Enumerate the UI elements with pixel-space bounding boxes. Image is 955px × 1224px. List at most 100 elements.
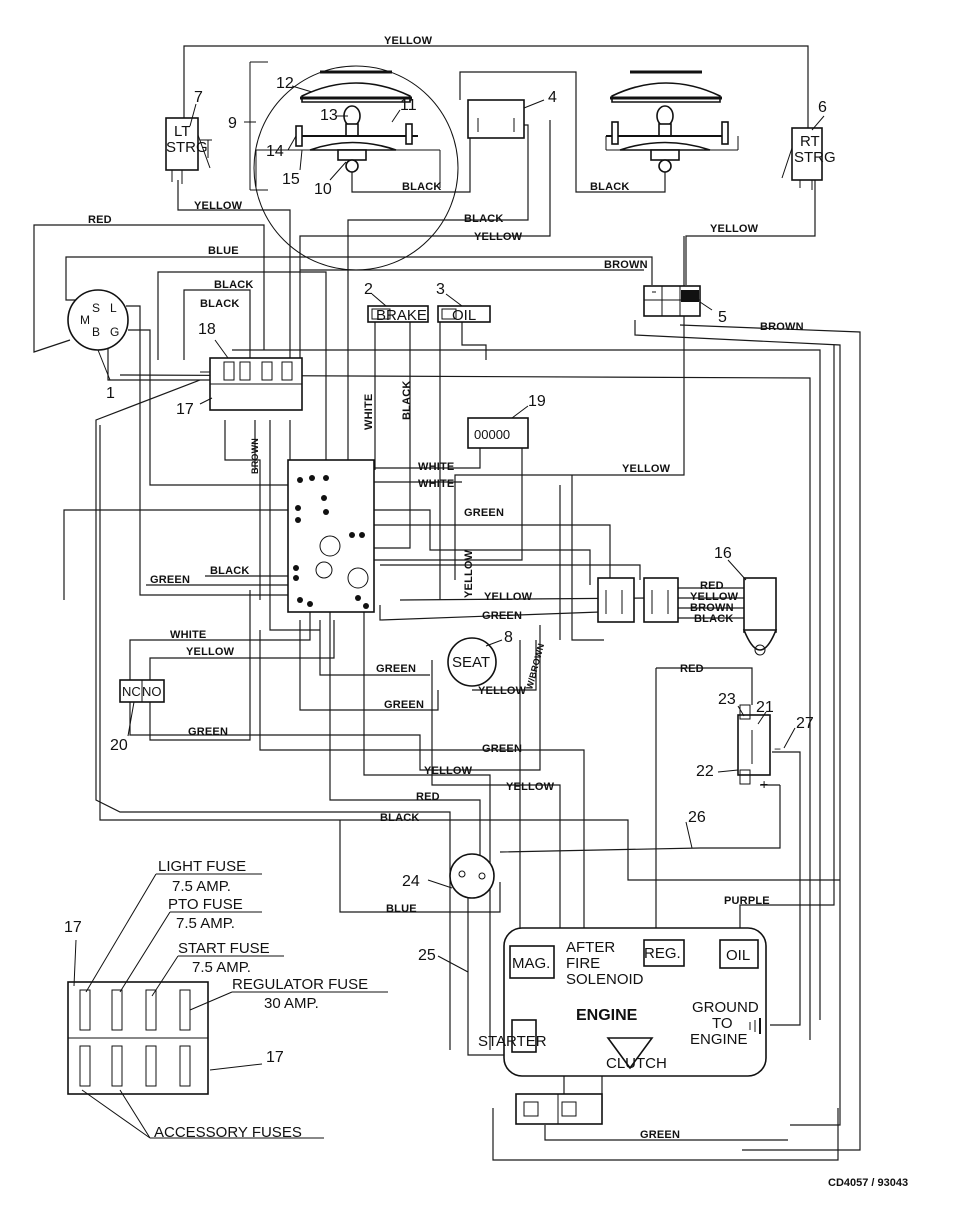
seat-switch [447, 637, 497, 687]
ignition-pin-m: M [80, 313, 90, 327]
callout-3: 3 [436, 281, 445, 298]
wire-label: YELLOW [484, 591, 533, 603]
brake-label: BRAKE [376, 307, 427, 324]
wire-label: GREEN [150, 574, 190, 586]
start-fuse-amp: 7.5 AMP. [192, 959, 251, 976]
wire-label: BLACK [380, 812, 420, 824]
callout-8: 8 [504, 629, 513, 646]
lt-strg-label: LT [174, 123, 190, 140]
wire-label: WHITE [418, 478, 454, 490]
rt-strg-label: STRG [794, 149, 836, 166]
wire-label: WHITE [170, 629, 206, 641]
wire-label: GREEN [376, 663, 416, 675]
clutch-label: CLUTCH [606, 1055, 667, 1072]
reg-label: REG. [644, 945, 681, 962]
wire-label: YELLOW [186, 646, 235, 658]
callout-17: 17 [266, 1049, 284, 1066]
mag-label: MAG. [512, 955, 550, 972]
hour-meter-reading: 00000 [474, 427, 510, 442]
wire-label: GREEN [384, 699, 424, 711]
wire-label: YELLOW [424, 765, 473, 777]
wire-label: BLACK [401, 381, 413, 421]
wire-label: GREEN [188, 726, 228, 738]
wire-label: YELLOW [384, 35, 433, 47]
wire-label: BLACK [694, 613, 734, 625]
callout-7: 7 [194, 89, 203, 106]
regulator-21 [737, 704, 771, 785]
wire-label: YELLOW [690, 591, 739, 603]
right-headlight-assembly [605, 70, 739, 173]
callout-26: 26 [688, 809, 706, 826]
after-fire-label: FIRE [566, 955, 600, 972]
wire-label: BROWN [604, 259, 648, 271]
wire-label: BROWN [760, 321, 804, 333]
callout-12: 12 [276, 75, 294, 92]
wire-label: PURPLE [724, 895, 770, 907]
wire-label: GREEN [464, 507, 504, 519]
regulator-plus: + [760, 776, 768, 792]
ignition-switch [67, 289, 129, 351]
oil-switch-label: OIL [452, 307, 476, 324]
component-labels: LT STRG RT STRG BRAKE OIL 00000 SEAT NC … [80, 123, 836, 1072]
regulator-fuse-label: REGULATOR FUSE [232, 976, 368, 993]
wire-label: BROWN [690, 602, 734, 614]
switch-20 [119, 679, 165, 703]
fuse-block-legend [67, 873, 388, 1139]
starter-label: STARTER [478, 1033, 547, 1050]
rt-strg-label: RT [800, 133, 820, 150]
callout-21: 21 [756, 699, 774, 716]
wire-label: GREEN [482, 610, 522, 622]
engine-oil-label: OIL [726, 947, 750, 964]
wire-label: BLACK [402, 181, 442, 193]
callout-6: 6 [818, 99, 827, 116]
callout-24: 24 [402, 873, 420, 890]
solenoid-24 [449, 853, 495, 899]
left-steering-switch [165, 117, 212, 184]
ignition-pin-b: B [92, 325, 100, 339]
wire-label: RED [700, 580, 724, 592]
fuse-block-17 [200, 357, 303, 411]
wire-label: GREEN [640, 1129, 680, 1141]
wire-label: GREEN [482, 743, 522, 755]
ground-label: ENGINE [690, 1031, 748, 1048]
engine-block [503, 927, 767, 1077]
callout-leaders [97, 61, 825, 973]
callout-numbers: 1 2 3 4 5 6 7 8 9 10 11 12 13 14 15 16 1… [64, 75, 827, 1066]
ignition-pin-s: S [92, 301, 100, 315]
clutch-connector [515, 1093, 603, 1125]
wire-label: WHITE [363, 394, 375, 430]
wire-label: YELLOW [622, 463, 671, 475]
accessory-fuses-label: ACCESSORY FUSES [154, 1124, 302, 1141]
wire-label: YELLOW [478, 685, 527, 697]
wire-label: W/BROWN [524, 642, 546, 690]
callout-23: 23 [718, 691, 736, 708]
callout-11: 11 [400, 97, 417, 114]
wire-label: BLUE [208, 245, 239, 257]
wire-label: YELLOW [506, 781, 555, 793]
callout-19: 19 [528, 393, 546, 410]
wire-label: WHITE [418, 461, 454, 473]
callout-17: 17 [176, 401, 194, 418]
after-fire-label: SOLENOID [566, 971, 644, 988]
wire-label: BLACK [200, 298, 240, 310]
wire-label: BLUE [386, 903, 417, 915]
wire-label: BROWN [250, 438, 260, 474]
wire-label: RED [416, 791, 440, 803]
wire-network [33, 45, 861, 1161]
control-module [287, 459, 375, 613]
brake-switch [367, 305, 429, 323]
regulator-fuse-amp: 30 AMP. [264, 995, 319, 1012]
callout-2: 2 [364, 281, 373, 298]
callout-17: 17 [64, 919, 82, 936]
pto-fuse-amp: 7.5 AMP. [176, 915, 235, 932]
relay-4 [467, 99, 525, 139]
callout-27: 27 [796, 715, 814, 732]
callout-16: 16 [714, 545, 732, 562]
callout-9: 9 [228, 115, 237, 132]
lt-strg-label: STRG [166, 139, 208, 156]
seat-label: SEAT [452, 654, 490, 671]
callout-20: 20 [110, 737, 128, 754]
callout-25: 25 [418, 947, 436, 964]
